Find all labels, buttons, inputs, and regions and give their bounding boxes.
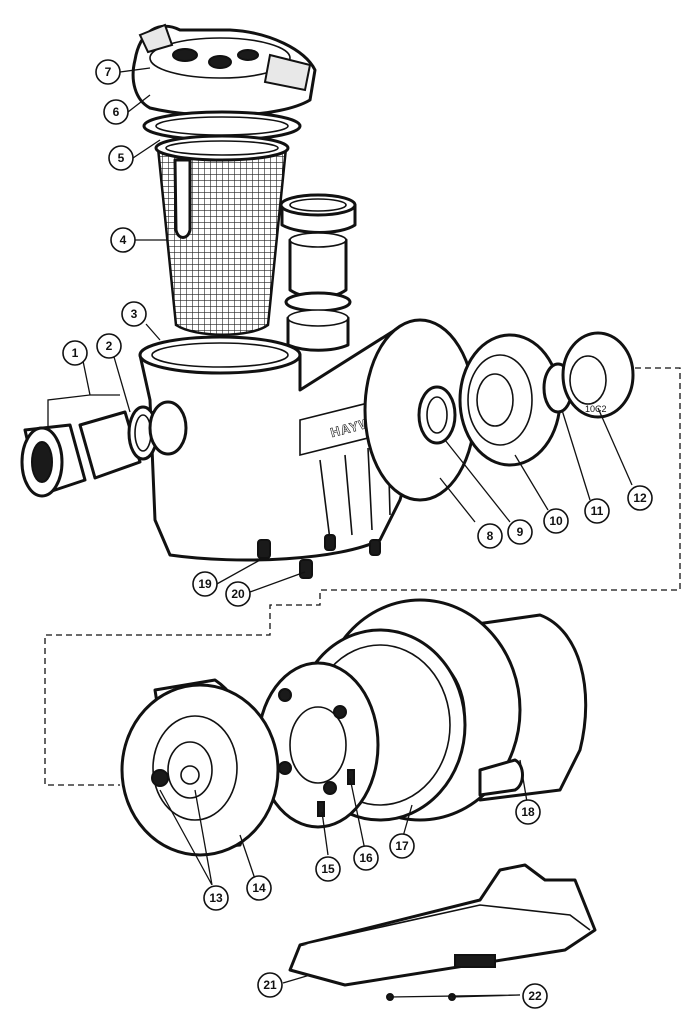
assembly-connector-dashed-line [44,367,681,786]
svg-text:18: 18 [521,805,535,819]
svg-text:13: 13 [209,891,223,905]
suction-union [20,400,188,498]
lower-drain-plugs [151,765,200,787]
svg-text:17: 17 [395,839,409,853]
svg-text:8: 8 [487,529,494,543]
svg-text:11: 11 [591,504,604,518]
svg-text:20: 20 [231,587,245,601]
svg-text:5: 5 [118,151,125,165]
impeller: 10C2 [561,331,635,419]
callout-14: 14 [246,875,272,901]
svg-text:1: 1 [72,346,79,360]
callout-9: 9 [507,519,533,545]
callout-18: 18 [515,799,541,825]
callout-13: 13 [203,885,229,911]
callout-17: 17 [389,833,415,859]
callout-16: 16 [353,845,379,871]
callout-15: 15 [315,856,341,882]
callout-21: 21 [257,972,283,998]
callout-22: 22 [522,983,548,1009]
svg-text:12: 12 [633,491,647,505]
svg-text:15: 15 [321,862,335,876]
shaft-seal [417,385,457,445]
callout-11: 11 [584,498,610,524]
diffuser [458,333,562,467]
leader-lines [47,67,633,998]
svg-text:22: 22 [528,989,542,1003]
callout-19: 19 [192,571,218,597]
callout-4: 4 [110,227,136,253]
callout-8: 8 [477,523,503,549]
callout-1: 1 [62,340,88,366]
callout-12: 12 [627,485,653,511]
callout-6: 6 [103,99,129,125]
svg-text:19: 19 [198,577,212,591]
seal-plate [256,661,380,829]
callout-5: 5 [108,145,134,171]
discharge-union [279,193,357,352]
svg-text:3: 3 [131,307,138,321]
impeller-marking: 10C2 [585,404,607,414]
svg-text:7: 7 [105,65,112,79]
pump-base [288,863,597,987]
svg-text:21: 21 [263,978,277,992]
callout-2: 2 [96,333,122,359]
callout-3: 3 [121,301,147,327]
strainer-cover [131,23,317,118]
svg-text:9: 9 [517,525,524,539]
svg-text:16: 16 [359,851,373,865]
svg-text:4: 4 [120,233,127,247]
strainer-basket [154,134,290,336]
svg-text:2: 2 [106,339,113,353]
svg-text:6: 6 [113,105,120,119]
pump-housing-back [120,678,280,857]
drain-plugs [257,534,381,579]
callout-20: 20 [225,581,251,607]
svg-text:10: 10 [549,514,563,528]
callout-7: 7 [95,59,121,85]
callout-10: 10 [543,508,569,534]
svg-text:14: 14 [252,881,266,895]
